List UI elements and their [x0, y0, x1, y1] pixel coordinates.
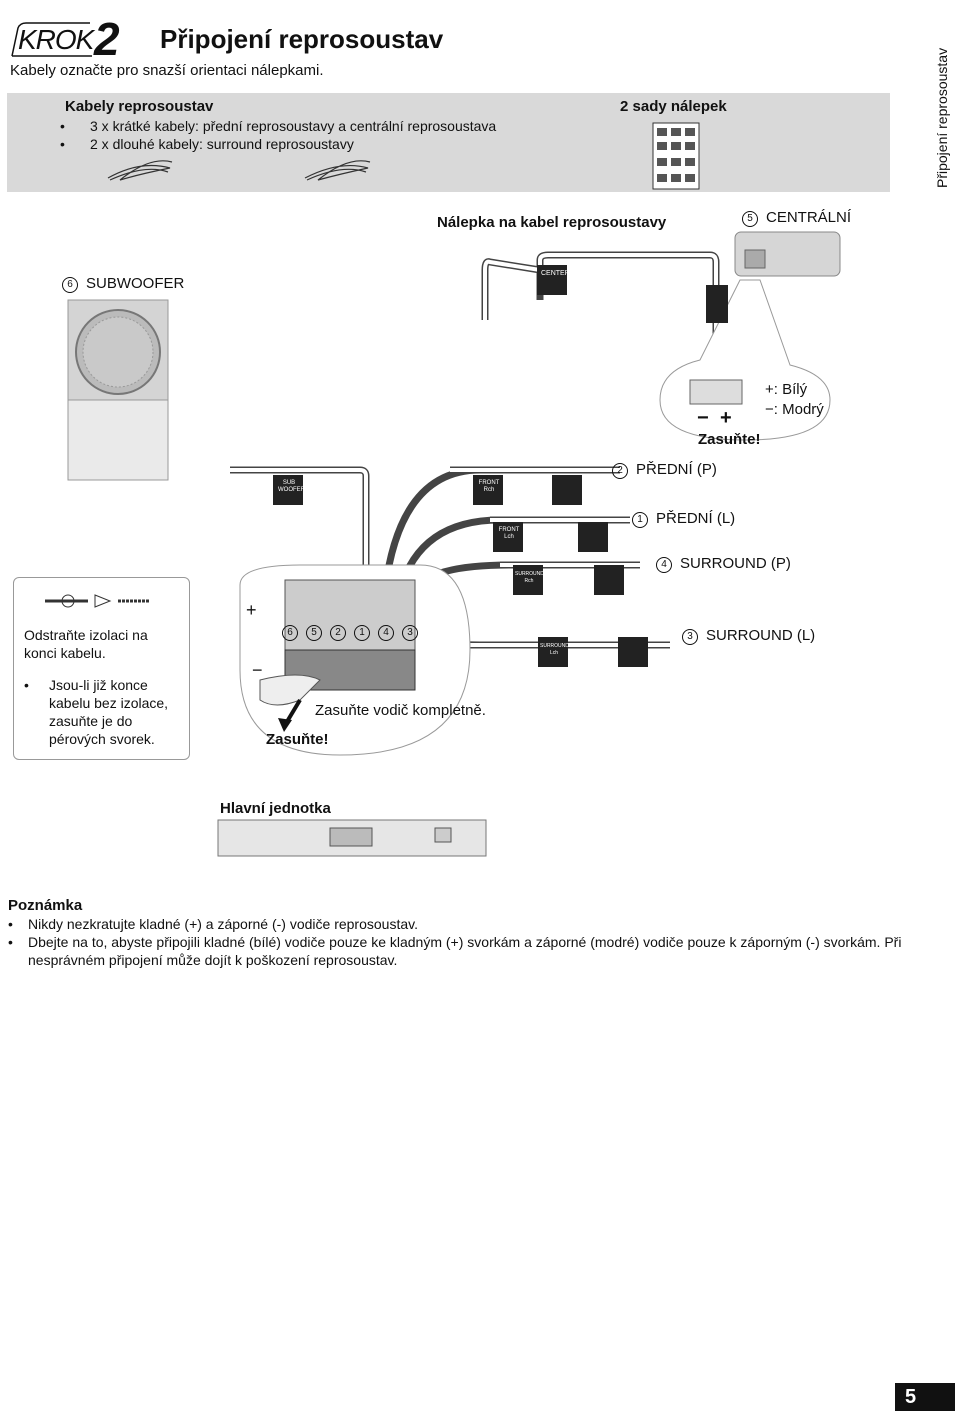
side-tab-label: Připojení reprosoustav — [934, 47, 950, 188]
step-word: KROK — [18, 24, 94, 55]
terminal-number: 6 — [282, 625, 298, 641]
terminal-number: 1 — [354, 625, 370, 641]
zasunte-terminal: Zasuňte! — [266, 731, 329, 748]
cable-coils-illustration — [107, 160, 371, 181]
tag-front-lch-line2: Lch — [504, 534, 514, 540]
surround-right-text: SURROUND (P) — [680, 555, 791, 572]
tag-front-rch: FRONT Rch — [478, 480, 500, 494]
terminal-number: 4 — [378, 625, 394, 641]
main-unit-label: Hlavní jednotka — [220, 800, 331, 817]
main-unit-illustration — [217, 819, 487, 857]
label-surround-right: 4 SURROUND (P) — [656, 555, 791, 573]
tag-surround-rch-line1: SURROUND — [515, 571, 544, 577]
sticker-sheet-icon — [652, 122, 700, 190]
subwoofer-illustration — [67, 299, 169, 481]
front-left-number: 1 — [632, 512, 648, 528]
strip-text: Odstraňte izolaci na konci kabelu. — [24, 627, 148, 661]
terminal-number: 3 — [402, 625, 418, 641]
label-front-right: 2 PŘEDNÍ (P) — [612, 461, 717, 479]
bare-ends-note: • Jsou-li již konce kabelu bez izolace, … — [24, 676, 184, 748]
bullet: • — [24, 677, 29, 693]
tag-surround-lch: SURROUND Lch — [540, 643, 569, 657]
plus-color: Bílý — [782, 381, 808, 398]
insert-fully-text: Zasuňte vodič kompletně. — [315, 702, 486, 719]
terminal-number: 2 — [330, 625, 346, 641]
tag-surround-rch: SURROUND Rch — [515, 571, 544, 585]
surround-left-text: SURROUND (L) — [706, 627, 816, 644]
tag-sub-line2: WOOFER — [278, 487, 305, 493]
front-left-text: PŘEDNÍ (L) — [656, 510, 736, 527]
tab-minus: − — [697, 407, 709, 429]
cables-heading: Kabely reprosoustav — [65, 98, 214, 115]
tag-sub-line1: SUB — [282, 480, 296, 486]
label-front-left: 1 PŘEDNÍ (L) — [632, 510, 735, 528]
tag-surround-rch-line2: Rch — [524, 578, 534, 584]
side-tab: Připojení reprosoustav — [930, 40, 956, 190]
list-item: Nikdy nezkratujte kladné (+) a záporné (… — [8, 915, 908, 933]
zasunte-center: Zasuňte! — [698, 431, 761, 448]
center-tag — [537, 265, 728, 323]
page-title: Připojení reprosoustav — [160, 24, 444, 54]
tag-surround-lch-line1: SURROUND — [540, 643, 569, 649]
strip-instructions-bubble — [13, 577, 190, 760]
sticker-label: Nálepka na kabel reprosoustavy — [437, 214, 667, 231]
note-heading: Poznámka — [8, 897, 83, 914]
front-right-number: 2 — [612, 463, 628, 479]
tag-sub-text: SUB WOOFER — [278, 480, 305, 494]
polarity-legend: +: Bílý −: Modrý — [765, 380, 824, 420]
page-subtitle: Kabely označte pro snazší orientaci nále… — [10, 62, 324, 79]
tag-front-rch-line1: FRONT — [478, 480, 500, 486]
center-speaker-illustration — [734, 231, 841, 277]
page-number: 5 — [895, 1383, 955, 1411]
step-number: 2 — [94, 13, 120, 65]
minus-mark: − — [252, 660, 263, 680]
subwoofer-text: SUBWOOFER — [86, 275, 185, 292]
center-text: CENTRÁLNÍ — [766, 209, 852, 226]
list-item: Dbejte na to, abyste připojili kladné (b… — [8, 933, 908, 969]
stickers-heading: 2 sady nálepek — [620, 98, 727, 115]
surround-right-number: 4 — [656, 557, 672, 573]
note-list: Nikdy nezkratujte kladné (+) a záporné (… — [8, 915, 908, 969]
tag-surround-lch-line2: Lch — [549, 650, 559, 656]
cables-list: 3 x krátké kabely: přední reprosoustavy … — [60, 117, 496, 153]
center-number: 5 — [742, 211, 758, 227]
list-item: 2 x dlouhé kabely: surround reprosoustav… — [60, 135, 496, 153]
wire-strip-icon — [45, 594, 150, 608]
tag-front-lch-line1: FRONT — [498, 527, 520, 533]
surround-left-number: 3 — [682, 629, 698, 645]
step-badge: KROK 2 — [8, 13, 138, 65]
bare-ends-text: Jsou-li již konce kabelu bez izolace, za… — [49, 677, 169, 747]
list-item: 3 x krátké kabely: přední reprosoustavy … — [60, 117, 496, 135]
tag-center-text: CENTER — [541, 270, 570, 277]
minus-symbol: −: — [765, 401, 778, 418]
label-surround-left: 3 SURROUND (L) — [682, 627, 815, 645]
step-badge-frame — [11, 22, 92, 57]
center-label: 5 CENTRÁLNÍ — [742, 209, 851, 227]
front-right-text: PŘEDNÍ (P) — [636, 461, 717, 478]
tag-front-rch-line2: Rch — [483, 487, 495, 493]
plus-mark: + — [246, 600, 257, 620]
subwoofer-number: 6 — [62, 277, 78, 293]
subwoofer-label: 6 SUBWOOFER — [62, 275, 184, 293]
wiring-diagram — [67, 231, 841, 857]
tab-plus: + — [720, 407, 732, 429]
plus-symbol: +: — [765, 381, 778, 398]
minus-color: Modrý — [782, 401, 824, 418]
terminal-number: 5 — [306, 625, 322, 641]
tag-front-lch: FRONT Lch — [498, 527, 520, 541]
